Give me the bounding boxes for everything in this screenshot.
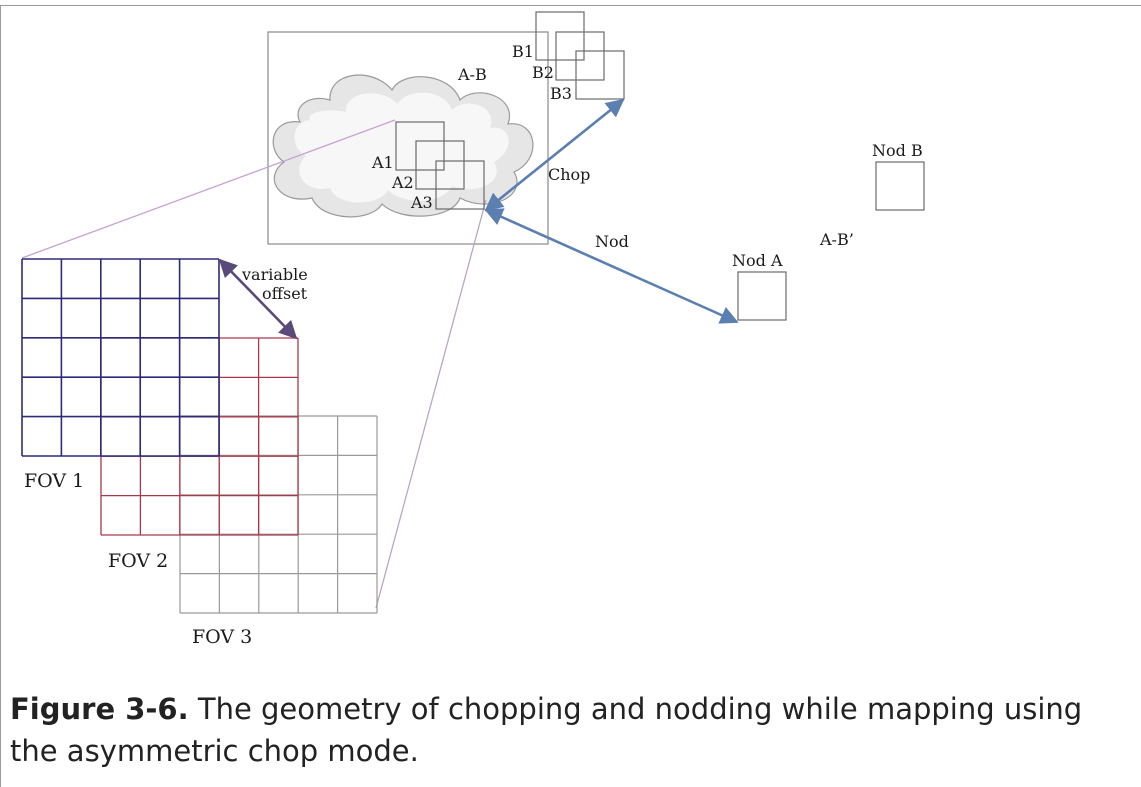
figure-caption-text: The geometry of chopping and nodding whi… [10,692,1083,768]
label-b1: B1 [512,42,534,61]
label-chop: Chop [548,165,590,184]
label-nod: Nod [595,232,629,251]
label-variable: variable [241,265,308,284]
fov2-grid [100,337,299,536]
figure-caption: Figure 3-6. The geometry of chopping and… [10,688,1130,772]
box-a1 [395,121,445,171]
label-nod-a: Nod A [732,251,783,270]
label-a1: A1 [371,153,394,172]
frame-left-border [0,5,1,787]
box-nod-a [737,271,787,321]
label-a-minus-b-prime: A-B’ [819,230,854,249]
box-b3 [575,50,625,100]
chop-arrow [484,98,625,212]
label-fov3: FOV 3 [192,626,252,648]
label-offset: offset [262,284,308,303]
fov1-grid [21,258,220,457]
zoom-line-lower [375,199,487,609]
label-a3: A3 [410,193,433,212]
nod-arrow [484,208,739,324]
fov3-grid [179,415,378,614]
box-b1 [535,11,585,61]
box-nod-b [875,161,925,211]
cloud-shape [272,74,534,218]
box-a3 [435,160,485,210]
box-a2 [415,140,465,190]
label-nod-b: Nod B [872,141,923,160]
zoom-line-upper [21,119,396,259]
label-fov2: FOV 2 [108,550,168,572]
label-fov1: FOV 1 [24,470,84,492]
box-b2 [555,31,605,81]
label-b3: B3 [550,84,572,103]
label-b2: B2 [532,63,554,82]
label-a-minus-b: A-B [457,65,487,84]
label-a2: A2 [391,173,414,192]
variable-offset-arrow [218,258,298,340]
frame-top-border [0,5,1141,6]
chop-nod-diagram: B1 B2 B3 A-B A1 A2 A3 Chop Nod Nod A Nod… [21,11,925,648]
figure-caption-label: Figure 3-6. [10,692,189,726]
